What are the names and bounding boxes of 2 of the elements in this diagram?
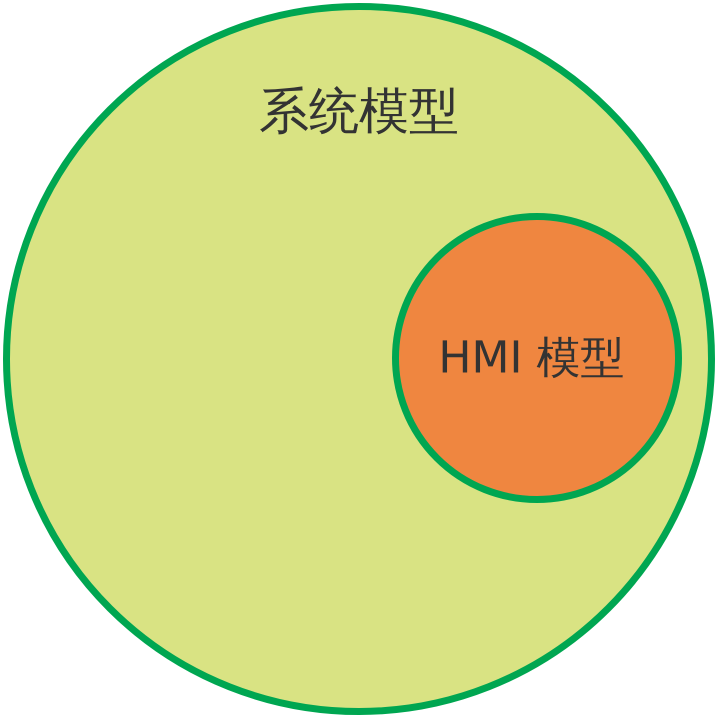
circle-label: HMI 模型 xyxy=(438,332,624,386)
circle-label: 系统模型 xyxy=(259,81,459,142)
